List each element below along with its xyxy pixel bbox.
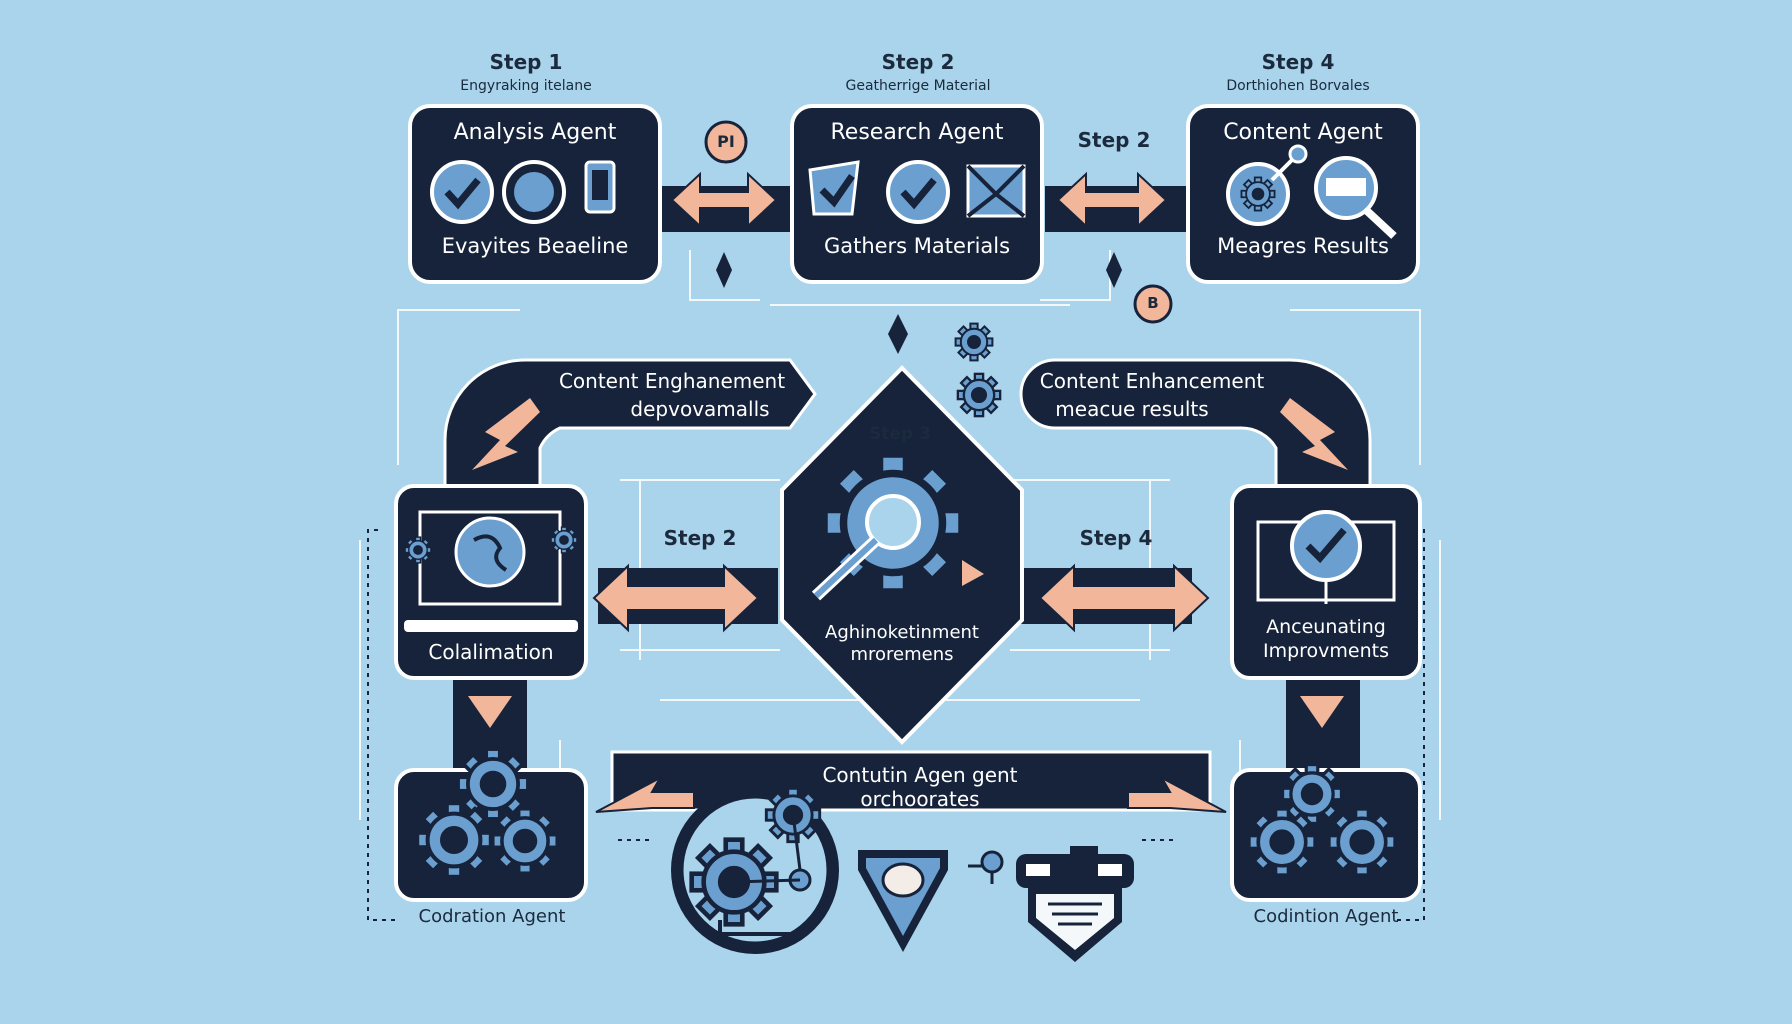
band-right xyxy=(1019,358,1372,522)
curve-arrows xyxy=(472,398,1348,470)
step-4-mid-label: Step 4 xyxy=(1079,526,1153,550)
analysis-agent-title: Analysis Agent xyxy=(453,120,617,145)
emblem-large xyxy=(671,786,839,954)
badge-icon xyxy=(1016,846,1134,962)
content-agent-subtitle: Meagres Results xyxy=(1217,234,1389,258)
shield-icon xyxy=(858,850,948,952)
improvements-line2: Improvments xyxy=(1262,640,1390,662)
sparkle-icon xyxy=(716,252,1122,354)
step-4-heading: Step 4 xyxy=(1261,50,1335,74)
colalimation-label: Colalimation xyxy=(428,640,554,664)
down-arrows xyxy=(468,696,1344,728)
improvements-line1: Anceunating xyxy=(1266,616,1386,638)
step-2-heading: Step 2 xyxy=(881,50,955,74)
box-improvements xyxy=(1230,484,1422,680)
badge-b-label: B xyxy=(1147,294,1159,312)
center-hexagon xyxy=(780,365,1024,745)
center-line1: Aghinoketinment xyxy=(825,622,979,643)
gear-icon-2 xyxy=(956,372,1002,418)
box-codration-gears xyxy=(394,747,588,902)
research-agent-title: Research Agent xyxy=(830,120,1004,145)
center-line2: mroremens xyxy=(850,644,954,665)
agent-box-content xyxy=(1186,104,1420,284)
step-1-caption: Engyraking itelane xyxy=(460,78,592,94)
agent-box-research xyxy=(790,104,1044,284)
badge-b xyxy=(1133,284,1173,324)
band-left-line2: depvovamalls xyxy=(630,397,770,421)
step-2-mid-label: Step 2 xyxy=(663,526,737,550)
content-agent-title: Content Agent xyxy=(1223,120,1383,145)
center-step-label: Step 3 xyxy=(869,424,931,444)
double-arrows-top xyxy=(670,171,1168,229)
band-left xyxy=(443,358,817,522)
double-arrows-mid xyxy=(592,563,1210,633)
dashed-lines xyxy=(367,529,1425,921)
bottom-arrows xyxy=(595,775,1227,813)
gear-icon xyxy=(954,322,994,362)
badge-p-label: PI xyxy=(717,132,735,151)
footer-right-label: Codintion Agent xyxy=(1253,906,1399,927)
band-left-line1: Content Enghanement xyxy=(558,369,786,393)
pin-icon xyxy=(968,850,1004,884)
badge-p xyxy=(704,120,748,164)
research-agent-subtitle: Gathers Materials xyxy=(823,234,1011,258)
step-1-heading: Step 1 xyxy=(489,50,563,74)
step-2-caption: Geatherrige Material xyxy=(845,78,991,94)
step-4-caption: Dorthiohen Borvales xyxy=(1226,78,1370,94)
footer-left-label: Codration Agent xyxy=(418,906,566,927)
band-bottom-line2: orchoorates xyxy=(860,787,980,811)
box-colalimation xyxy=(394,484,588,680)
band-right-line1: Content Enhancement xyxy=(1039,369,1265,393)
agent-box-analysis xyxy=(408,104,662,284)
box-codintion-gears xyxy=(1230,762,1422,902)
analysis-agent-subtitle: Evayites Beaeline xyxy=(441,234,629,258)
step-2-right-label: Step 2 xyxy=(1077,128,1151,152)
band-right-line2: meacue results xyxy=(1055,397,1209,421)
band-bottom-line1: Contutin Agen gent xyxy=(822,763,1018,787)
